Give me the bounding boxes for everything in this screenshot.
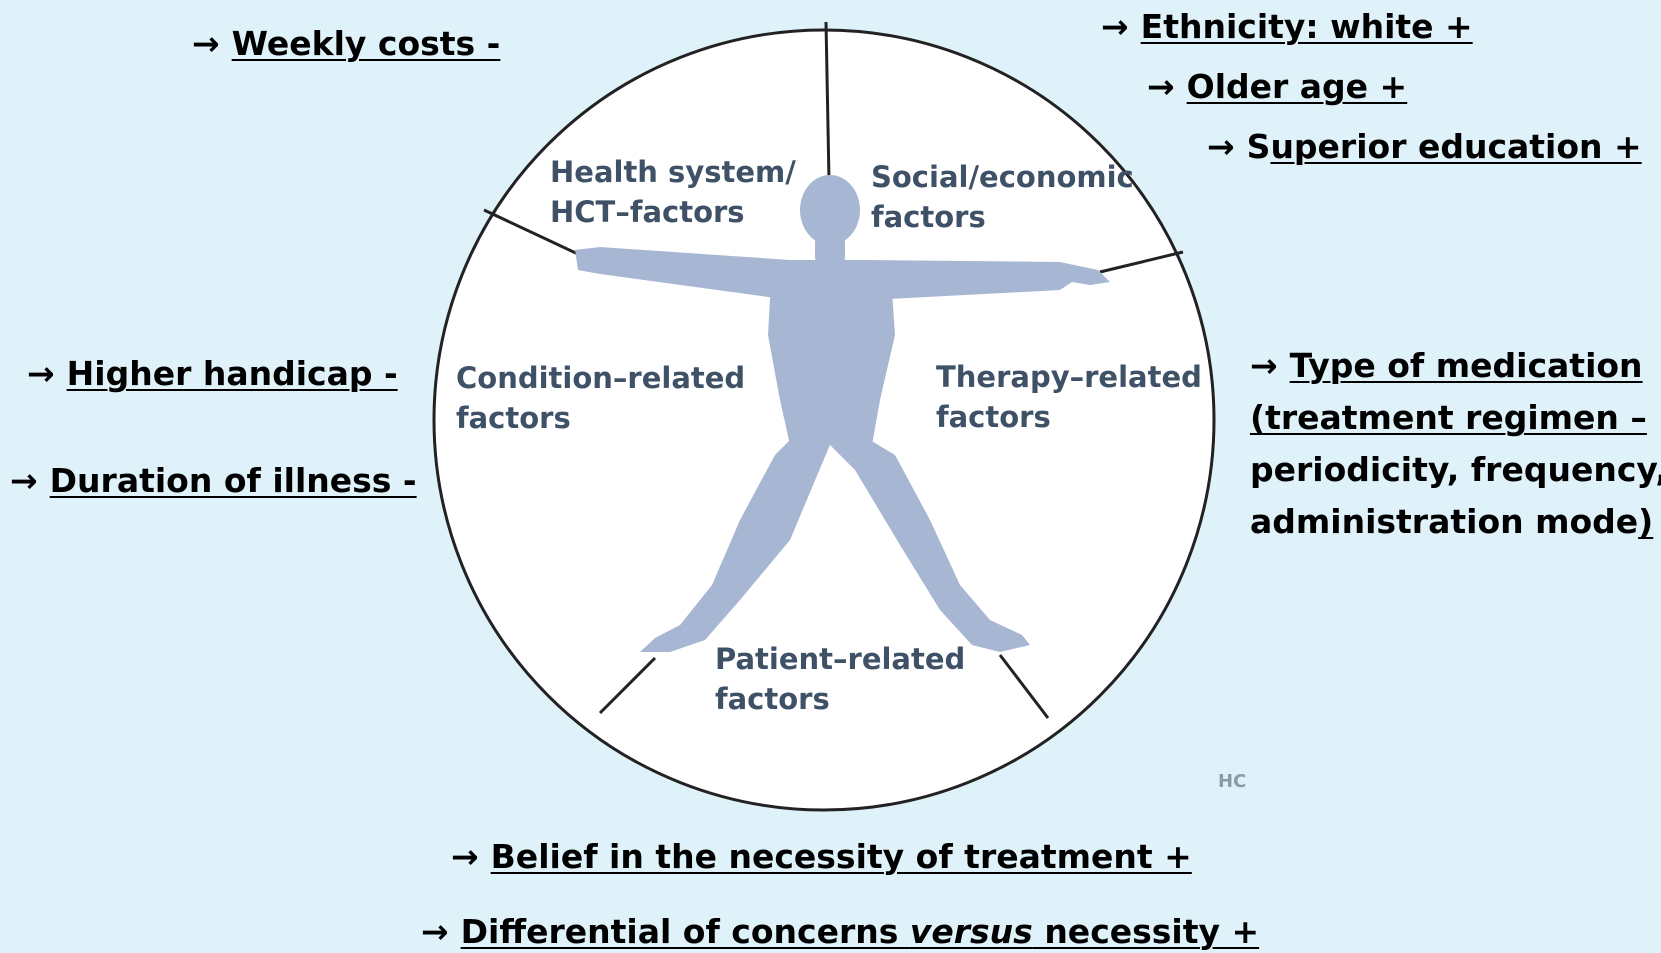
divider-upper-left [483,208,581,257]
annotation-duration-of-illness: → Duration of illness - [10,464,417,497]
differential-italic: versus [909,912,1033,951]
annotation-text: Type of medication [1289,346,1643,385]
annotation-ethnicity: → Ethnicity: white + [1101,10,1473,43]
divider-lower-left [598,656,657,715]
divider-upper-right [1099,250,1184,274]
annotation-differential: → Differential of concerns versus necessi… [421,915,1259,948]
arrow-icon: → [27,354,55,393]
arrow-icon: → [1250,346,1278,385]
medication-line-1: → Type of medication [1250,340,1661,392]
differential-after: necessity + [1032,912,1260,951]
annotation-higher-handicap: → Higher handicap - [27,357,398,390]
annotation-text: Weekly costs - [231,24,501,63]
annotation-type-of-medication: → Type of medication (treatment regimen –… [1250,340,1661,548]
arrow-icon: → [10,461,38,500]
medication-line-4-paren: ) [1638,502,1654,541]
segment-label-patient-related-line2: factors [715,682,830,716]
medication-line-3: periodicity, frequency, [1250,450,1661,489]
arrow-icon: → [421,912,449,951]
segment-label-social-economic-line2: factors [871,200,986,234]
arrow-icon: → [451,837,479,876]
annotation-belief: → Belief in the necessity of treatment + [451,840,1192,873]
medication-line-4: administration mode) [1250,496,1661,548]
annotation-superior-education: → Superior education + [1207,130,1642,163]
annotation-text: Belief in the necessity of treatment + [490,837,1192,876]
segment-label-therapy-related-line1: Therapy–related [936,360,1202,394]
annotation-text-first-letter: S [1246,127,1271,166]
segment-label-patient-related-line1: Patient–related [715,642,965,676]
medication-line-4-text: administration mode [1250,502,1639,541]
annotation-text: uperior education + [1270,127,1642,166]
divider-top [824,21,831,181]
watermark-logo: HC [1218,771,1246,792]
arrow-icon: → [1207,127,1235,166]
segment-label-social-economic-line1: Social/economic [871,160,1134,194]
annotation-text: Older age + [1186,67,1408,106]
segment-label-therapy-related-line2: factors [936,400,1051,434]
differential-before: Differential of concerns [460,912,910,951]
arrow-icon: → [192,24,220,63]
segment-label-condition-related-line2: factors [456,401,571,435]
segment-label-health-system-line1: Health system/ [550,155,796,189]
segment-label-condition-related-line1: Condition–related [456,361,745,395]
annotation-text: Higher handicap - [66,354,398,393]
annotation-text: Duration of illness - [49,461,417,500]
annotation-weekly-costs: → Weekly costs - [192,27,500,60]
arrow-icon: → [1101,7,1129,46]
divider-lower-right [998,654,1050,719]
annotation-text: Differential of concerns versus necessit… [461,912,1260,951]
human-figure-icon [575,175,1110,652]
segment-label-health-system-line2: HCT–factors [550,195,745,229]
medication-line-2: (treatment regimen – [1250,398,1647,437]
annotation-text: Ethnicity: white + [1140,7,1473,46]
annotation-older-age: → Older age + [1147,70,1407,103]
arrow-icon: → [1147,67,1175,106]
